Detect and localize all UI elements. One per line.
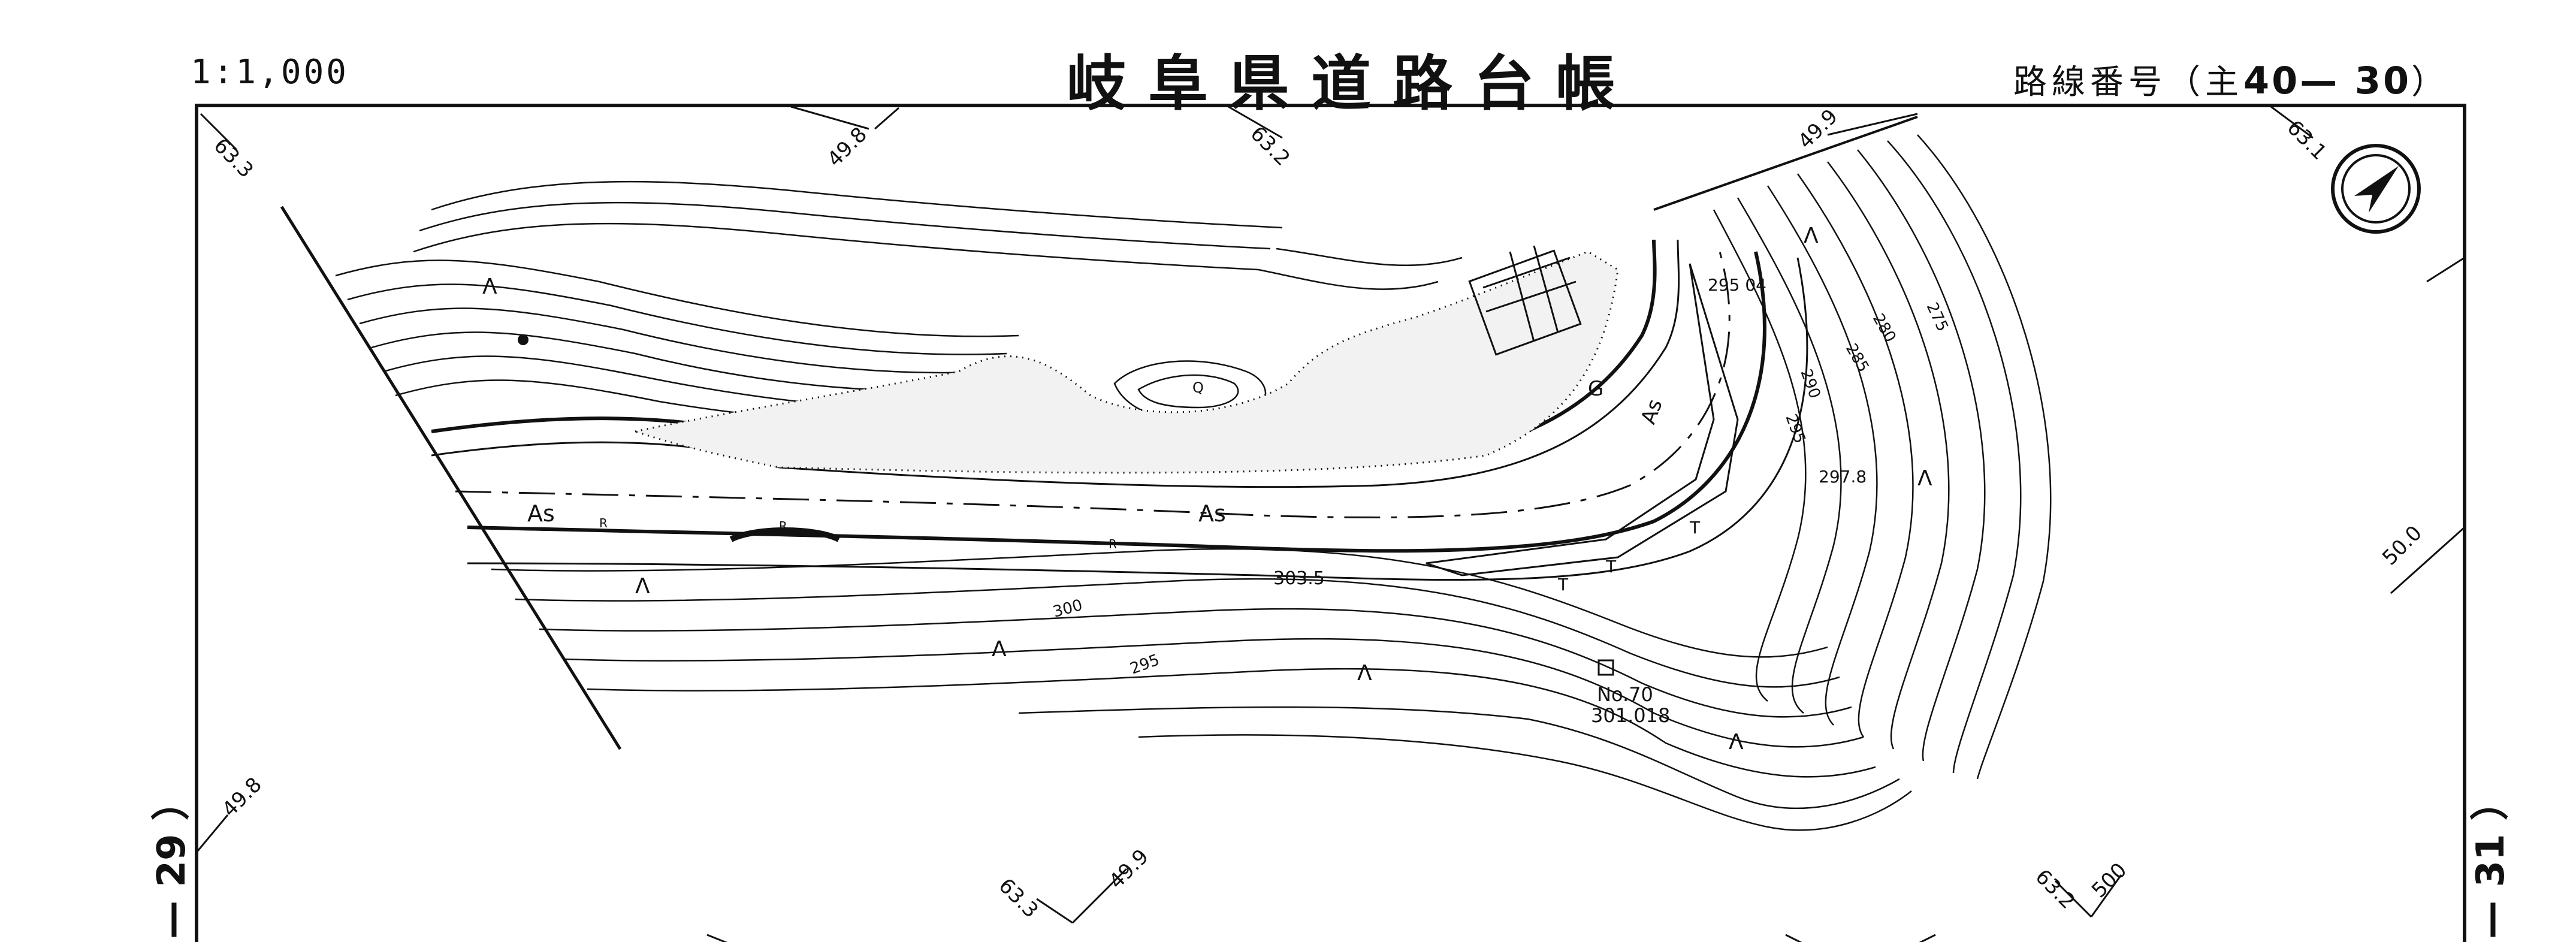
contour-label: 295	[1781, 412, 1808, 446]
pavement-label: As	[1636, 396, 1668, 427]
paddy-symbol: T	[1557, 575, 1569, 594]
ditch-outline	[1426, 263, 1739, 576]
building-grid	[1468, 245, 1582, 356]
contour-label: 285	[1842, 341, 1873, 376]
gravel-label: G	[1588, 377, 1603, 401]
grid-ticks	[197, 105, 2465, 942]
orchard-symbol: Q	[1192, 379, 1204, 396]
fill-area	[632, 250, 1619, 474]
contour-label: 275	[1923, 300, 1952, 334]
pavement-label: As	[1198, 500, 1226, 527]
contour-label: 295	[1128, 651, 1162, 678]
grid-label: 50.0	[2378, 521, 2427, 570]
route-suffix: ）	[2411, 63, 2450, 102]
right-slope-contours	[1713, 134, 2052, 780]
adjacent-sheet-right: — 31 ）	[2468, 782, 2513, 939]
grid-label: 49.9	[1793, 105, 1843, 154]
grid-label: 49.9	[1104, 845, 1153, 894]
paddy-symbol: T	[1605, 557, 1617, 576]
north-arrow-icon	[2331, 144, 2421, 234]
elevation-label: 297.8	[1819, 467, 1867, 487]
map-scale: 1:1,000	[191, 53, 349, 92]
r-mark: R	[599, 516, 608, 530]
sheet-cut-line-upper	[1653, 116, 1918, 211]
pavement-label: As	[527, 500, 555, 527]
grid-label: 63.2	[2031, 865, 2080, 914]
grid-label: 49.8	[823, 123, 872, 172]
grass-symbol: Λ	[482, 274, 497, 299]
contour-label: 280	[1869, 311, 1899, 346]
r-mark: R	[779, 519, 787, 533]
grass-symbol: Λ	[992, 637, 1007, 662]
route-number-value: 40— 30	[2243, 59, 2412, 102]
grid-label: 63.2	[1246, 122, 1295, 171]
grid-label: 63.3	[209, 134, 258, 183]
elevation-label: 303.5	[1273, 568, 1325, 589]
elevation-label: 295 04	[1708, 275, 1766, 295]
contour-label: 290	[1796, 367, 1823, 401]
adjacent-sheet-left: — 29 ）	[149, 782, 194, 939]
paddy-symbol: T	[1689, 518, 1701, 538]
grass-symbol: Λ	[635, 574, 650, 599]
grass-symbol: Λ	[1917, 466, 1932, 491]
station-number: No.70	[1597, 683, 1653, 706]
route-prefix: 路線番号（主	[2013, 63, 2243, 102]
grid-label: 49.8	[218, 773, 267, 822]
grid-label: 63.1	[2282, 116, 2332, 165]
benchmark-icon	[518, 334, 529, 345]
route-number: 路線番号（主40— 30）	[2013, 55, 2450, 104]
contour-label: 300	[1051, 596, 1085, 621]
map-frame	[195, 104, 2466, 942]
station-marker-icon	[1597, 659, 1614, 676]
grid-label: 63.3	[994, 874, 1043, 923]
lower-contours	[491, 548, 1912, 831]
grid-label: 500	[2087, 858, 2131, 902]
station-elevation: 301.018	[1591, 704, 1670, 727]
r-mark: R	[1109, 537, 1117, 551]
grass-symbol: Λ	[1804, 224, 1819, 248]
grass-symbol: Λ	[1729, 730, 1744, 754]
grass-symbol: Λ	[1357, 661, 1372, 686]
